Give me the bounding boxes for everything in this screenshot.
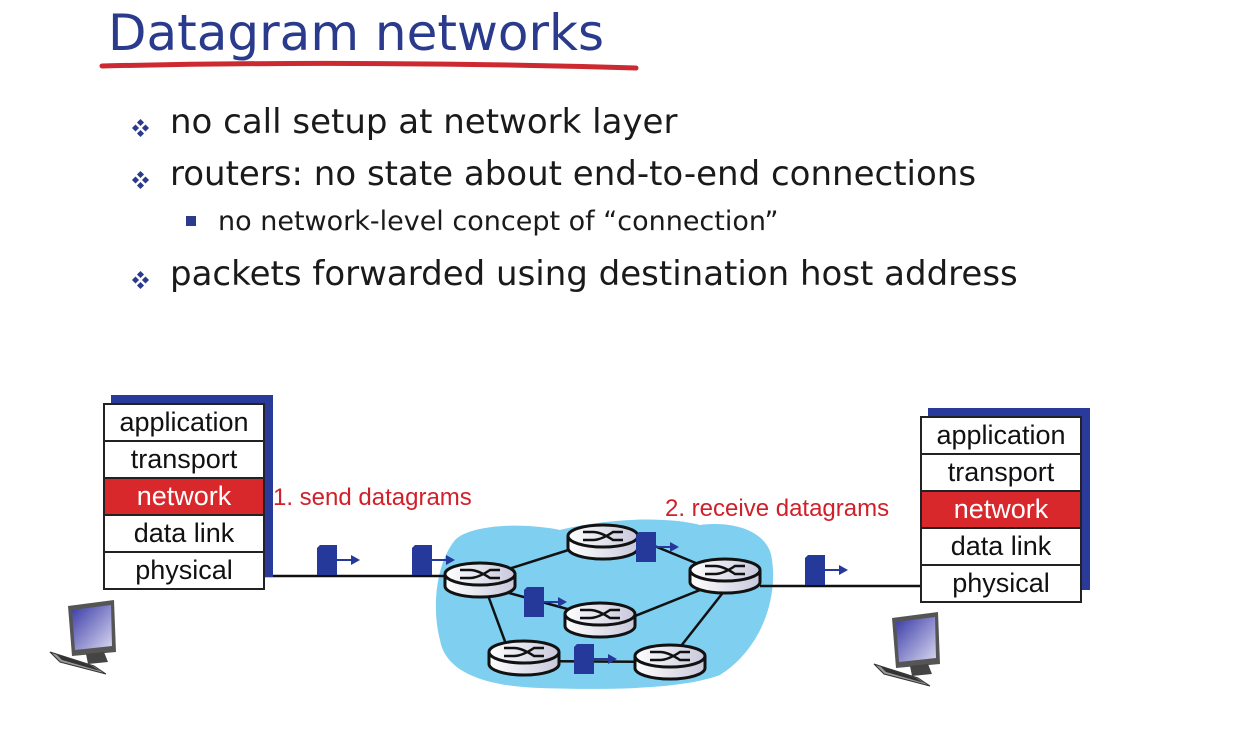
router-icon xyxy=(688,557,762,595)
square-bullet-icon xyxy=(186,216,196,226)
slide-title: Datagram networks xyxy=(108,4,605,62)
bullet-text: no network-level concept of “connection” xyxy=(218,206,779,237)
diamond-bullet-icon xyxy=(131,170,150,190)
host-computer-icon xyxy=(873,612,940,687)
diamond-bullet-icon xyxy=(131,270,150,290)
bullet-item: no call setup at network layer xyxy=(130,102,677,142)
diamond-bullet-icon xyxy=(131,118,150,138)
sub-bullet-item: no network-level concept of “connection” xyxy=(186,206,779,237)
bullet-text: packets forwarded using destination host… xyxy=(170,254,1018,294)
send-datagrams-label: 1. send datagrams xyxy=(273,484,472,511)
bullet-item: routers: no state about end-to-end conne… xyxy=(130,154,976,194)
router-icon xyxy=(563,601,637,639)
layer-network: network xyxy=(922,492,1080,529)
layer-transport: transport xyxy=(922,455,1080,492)
router-icon xyxy=(443,561,517,599)
router-icon xyxy=(566,523,640,561)
router-icon xyxy=(487,639,561,677)
receive-datagrams-label: 2. receive datagrams xyxy=(665,495,890,522)
layer-application: application xyxy=(922,418,1080,455)
layer-physical: physical xyxy=(952,568,1050,598)
layer-network: network xyxy=(105,479,263,516)
router-icon xyxy=(633,643,707,681)
host-computer-icon xyxy=(49,600,116,675)
bullet-item: packets forwarded using destination host… xyxy=(130,254,1018,294)
layer-application: application xyxy=(105,405,263,442)
datagram-packet-icon xyxy=(804,554,849,586)
datagram-packet-icon xyxy=(316,544,361,576)
bullet-text: no call setup at network layer xyxy=(170,102,678,142)
bullet-text: routers: no state about end-to-end conne… xyxy=(170,154,977,194)
layer-data-link: data link xyxy=(105,516,263,553)
layer-physical: physical xyxy=(135,555,233,585)
layer-data-link: data link xyxy=(922,529,1080,566)
layer-transport: transport xyxy=(105,442,263,479)
